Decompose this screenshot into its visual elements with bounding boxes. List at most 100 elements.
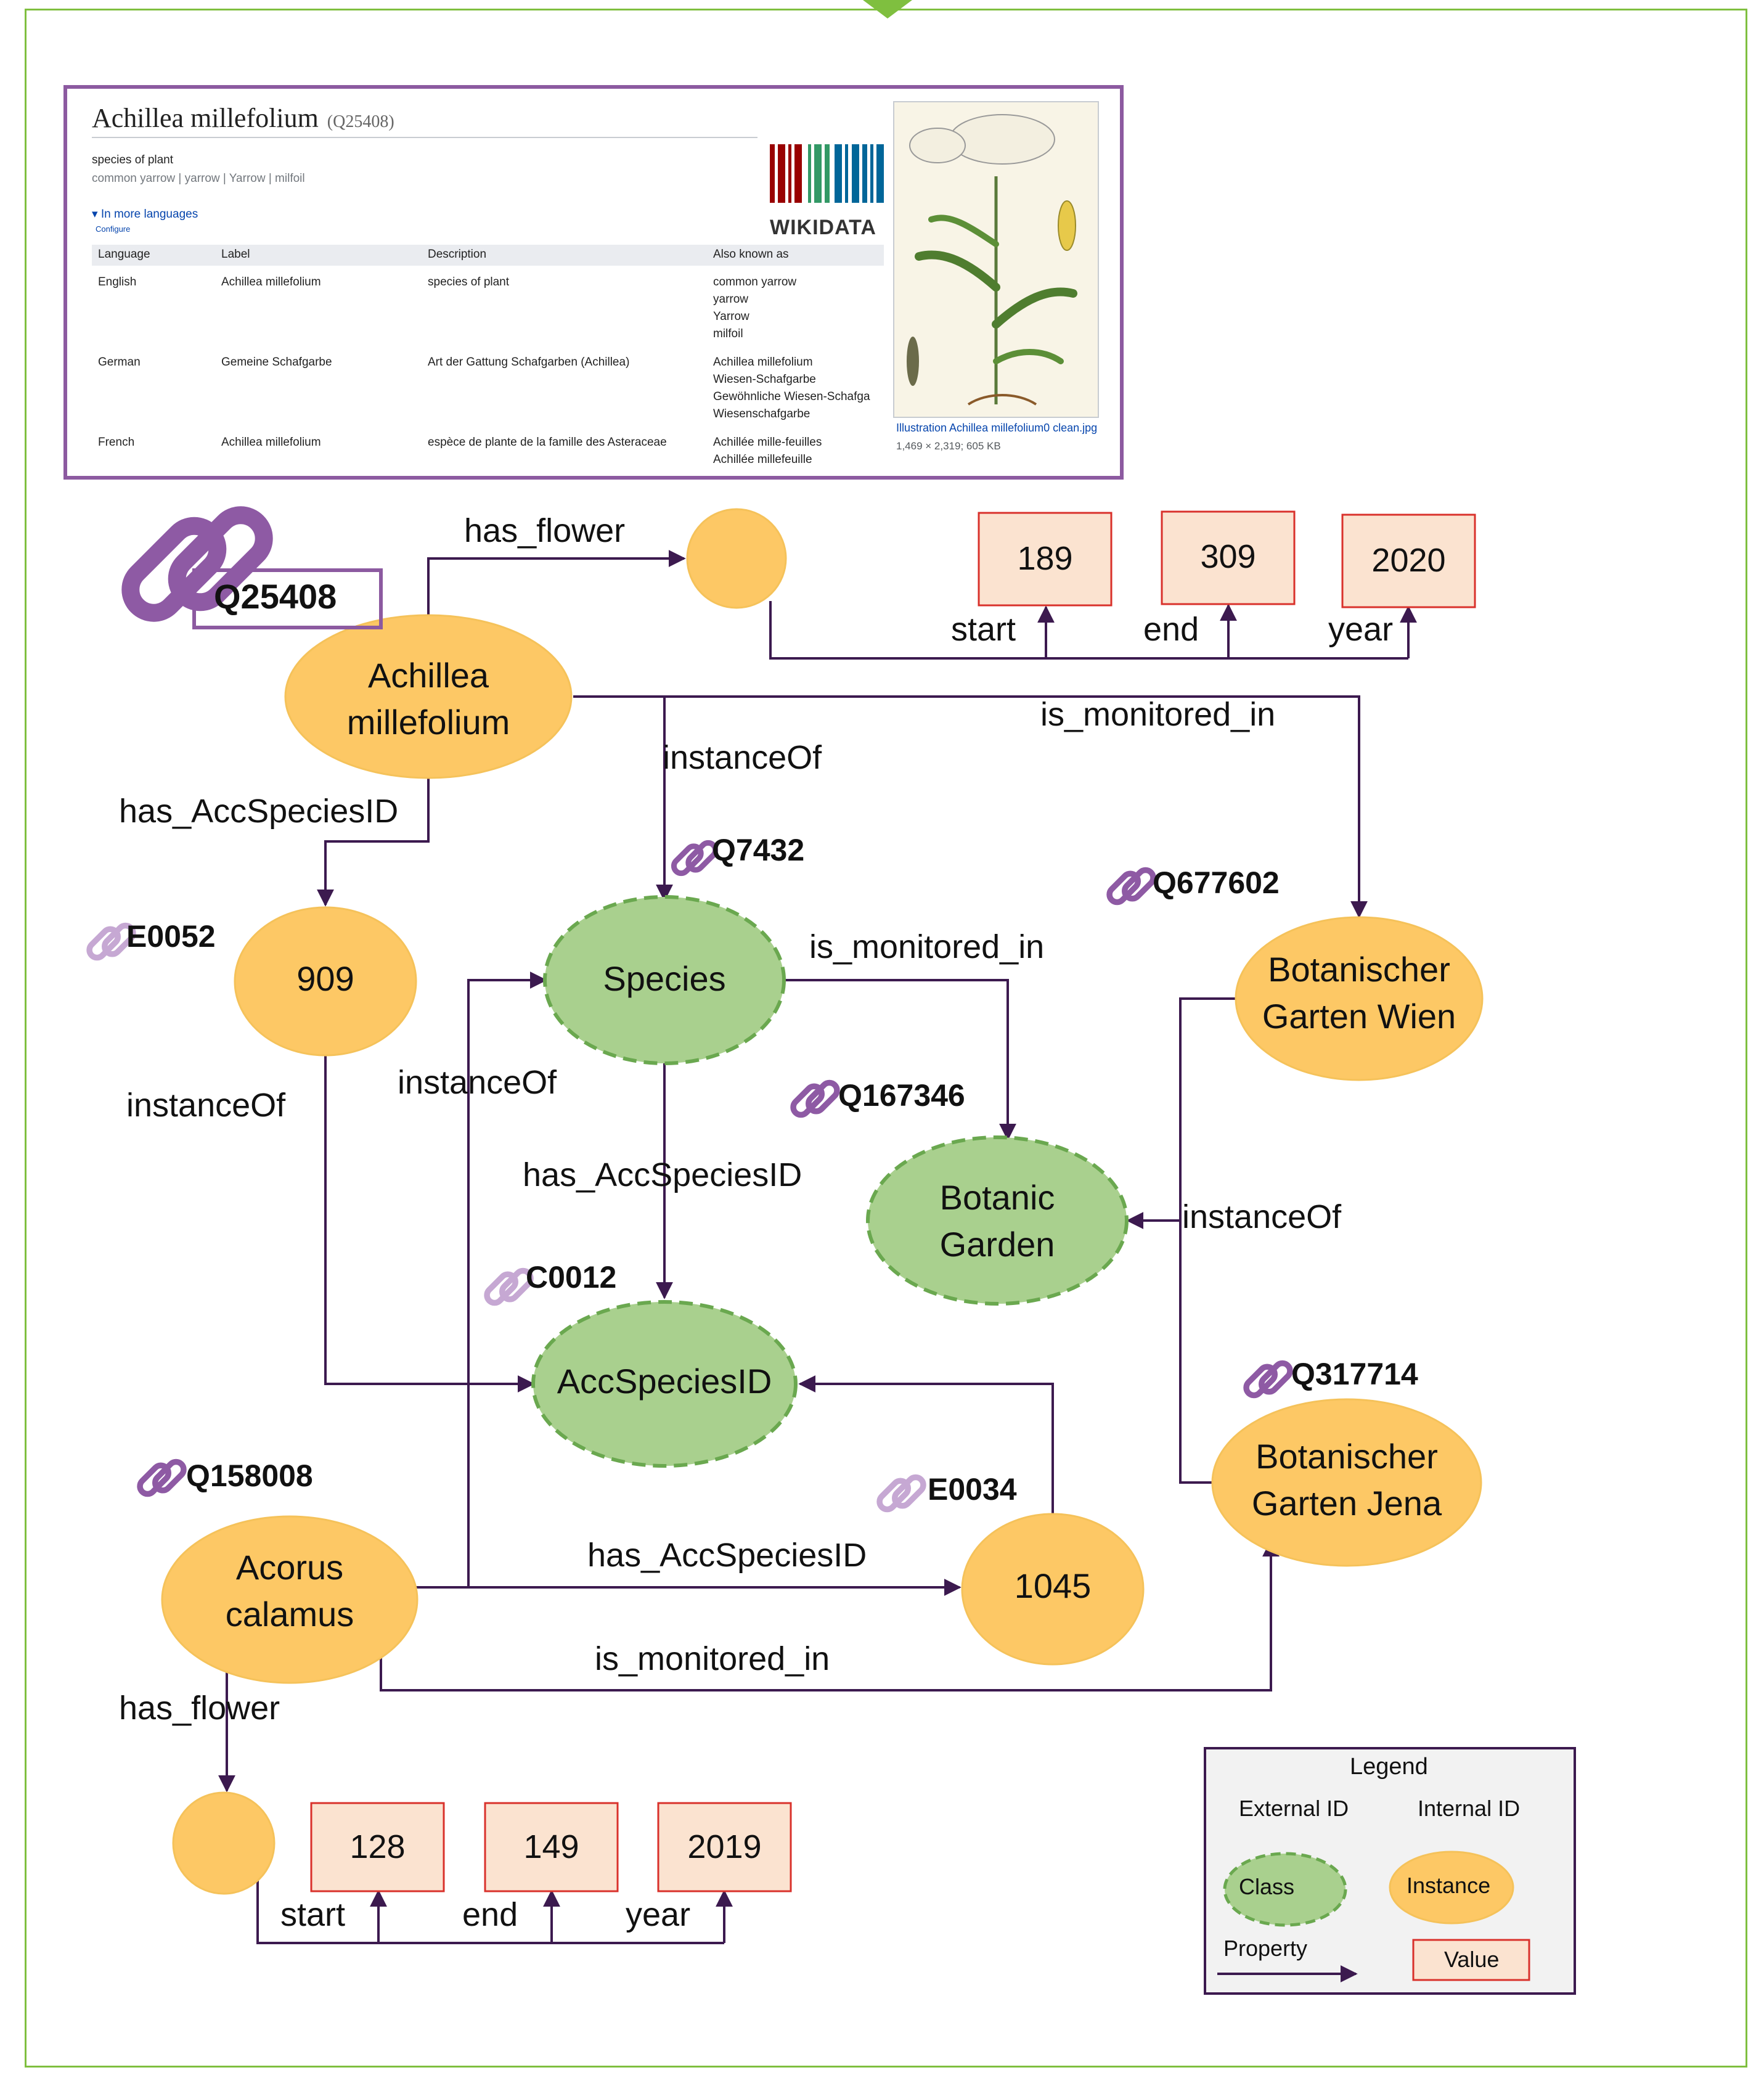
- legend-property-label: Property: [1223, 1936, 1308, 1961]
- wikidata-logo-text: WIKIDATA: [770, 216, 876, 239]
- row-german-aka-4: Wiesenschafgarbe: [713, 407, 811, 420]
- image-caption-link[interactable]: Illustration Achillea millefolium0 clean…: [896, 422, 1098, 434]
- id-q317714: Q317714: [1291, 1357, 1418, 1391]
- id-e0052: E0052: [126, 919, 216, 954]
- row-english-description: species of plant: [428, 276, 510, 288]
- node-909: [234, 906, 417, 1057]
- edge-instanceof-acorus: [467, 972, 547, 1587]
- legend-title: Legend: [1350, 1754, 1428, 1780]
- label-end-bottom: end: [462, 1896, 518, 1933]
- legend-class-swatch: [1223, 1852, 1347, 1927]
- row-french-description: espèce de plante de la famille des Aster…: [428, 436, 667, 449]
- row-english-label: Achillea millefolium: [221, 276, 321, 288]
- edge-has-flower-top: [427, 550, 686, 616]
- node-1045: [961, 1513, 1145, 1666]
- table-header-label: Label: [221, 248, 250, 261]
- legend-value-label: Value: [1444, 1947, 1500, 1972]
- edge-label-is-monitored-in-top: is_monitored_in: [1040, 696, 1276, 733]
- edge-label-instanceof-acorus: instanceOf: [398, 1064, 557, 1101]
- row-english-aka-1: common yarrow: [713, 276, 797, 288]
- external-link-icon-q677602: [1106, 867, 1156, 905]
- value-end-top: 309: [1200, 538, 1256, 575]
- id-c0012: C0012: [526, 1260, 617, 1295]
- row-english-aka-4: milfoil: [713, 327, 743, 340]
- edge-label-has-flower-top: has_flower: [464, 512, 626, 549]
- row-german-description: Art der Gattung Schafgarben (Achillea): [428, 356, 630, 369]
- row-english-language: English: [98, 276, 137, 288]
- value-box-year-bottom: [657, 1802, 792, 1892]
- id-q7432: Q7432: [712, 833, 805, 867]
- row-french-language: French: [98, 436, 135, 449]
- table-header-aka: Also known as: [713, 248, 789, 261]
- row-english-aka-2: yarrow: [713, 293, 749, 306]
- row-german-aka-2: Wiesen-Schafgarbe: [713, 373, 816, 386]
- edge-label-has-flower-bottom: has_flower: [119, 1690, 280, 1727]
- edge-label-instanceof-909: instanceOf: [126, 1087, 286, 1124]
- value-box-start-top: [978, 512, 1113, 607]
- label-end-top: end: [1143, 611, 1199, 648]
- title-rule: [92, 137, 757, 138]
- wikidata-qid: (Q25408): [327, 112, 394, 131]
- node-acc-species-id-label: AccSpeciesID: [557, 1362, 772, 1401]
- legend-instance-label: Instance: [1407, 1873, 1491, 1898]
- edge-instanceof-species: [573, 695, 673, 902]
- row-german-aka-1: Achillea millefolium: [713, 356, 813, 369]
- row-english-aka-3: Yarrow: [713, 310, 749, 323]
- id-e0034: E0034: [928, 1472, 1017, 1507]
- configure-link[interactable]: Configure: [96, 224, 131, 234]
- internal-link-icon-e0034: [876, 1474, 926, 1512]
- node-1045-label: 1045: [1014, 1566, 1092, 1605]
- value-end-bottom: 149: [523, 1828, 579, 1865]
- node-acc-species-id: [531, 1300, 798, 1468]
- plant-illustration-image: [893, 101, 1099, 418]
- id-q677602: Q677602: [1153, 865, 1280, 900]
- edge-has-accspeciesid-left: [317, 778, 430, 907]
- row-german-language: German: [98, 356, 141, 369]
- value-year-top: 2020: [1371, 542, 1446, 579]
- edge-instanceof-909: [324, 1054, 535, 1393]
- edge-label-instanceof-species: instanceOf: [663, 739, 822, 776]
- edge-1045-accspeciesid: [798, 1375, 1054, 1513]
- edge-label-has-accspeciesid-left: has_AccSpeciesID: [119, 793, 399, 830]
- edge-label-is-monitored-in-species: is_monitored_in: [809, 928, 1045, 965]
- value-box-start-bottom: [310, 1802, 445, 1892]
- value-start-top: 189: [1017, 540, 1073, 577]
- table-header-language: Language: [98, 248, 150, 261]
- wikidata-description: species of plant: [92, 153, 174, 166]
- value-year-bottom: 2019: [687, 1828, 762, 1865]
- value-box-year-top: [1341, 513, 1476, 608]
- legend-external-id-label: External ID: [1239, 1796, 1349, 1821]
- edge-label-has-accspeciesid-acorus: has_AccSpeciesID: [587, 1537, 867, 1574]
- node-species: [543, 895, 786, 1065]
- wikidata-panel: Achillea millefolium(Q25408) species of …: [63, 85, 1124, 480]
- edge-flower-top-bus: [769, 601, 1408, 660]
- external-link-icon-q7432: [671, 840, 719, 877]
- more-languages-link[interactable]: ▾ In more languages: [92, 208, 198, 221]
- node-bg-jena: [1211, 1398, 1482, 1567]
- flower-blank-node-bottom: [172, 1791, 276, 1895]
- row-french-label: Achillea millefolium: [221, 436, 321, 449]
- edge-is-monitored-in-top: [664, 695, 1368, 918]
- edge-label-is-monitored-in-acorus: is_monitored_in: [595, 1640, 830, 1677]
- row-german-label: Gemeine Schafgarbe: [221, 356, 332, 369]
- id-q167346: Q167346: [838, 1078, 965, 1113]
- external-link-icon-q167346: [790, 1079, 840, 1118]
- node-909-label: 909: [296, 959, 354, 998]
- legend-value-swatch: [1412, 1939, 1530, 1981]
- label-year-top: year: [1328, 611, 1394, 648]
- edge-label-has-accspeciesid-species: has_AccSpeciesID: [523, 1156, 802, 1193]
- value-box-end-bottom: [484, 1802, 619, 1892]
- wikidata-title: Achillea millefolium(Q25408): [92, 103, 394, 133]
- value-box-end-top: [1161, 510, 1296, 605]
- legend-internal-id-label: Internal ID: [1418, 1796, 1521, 1821]
- label-year-bottom: year: [626, 1896, 691, 1933]
- edge-flower-bottom-bus: [256, 1877, 724, 1944]
- node-achillea: [284, 614, 573, 779]
- wikidata-barcode-icon: [770, 144, 884, 203]
- node-species-label: Species: [603, 959, 726, 998]
- flower-blank-node-top: [686, 508, 787, 609]
